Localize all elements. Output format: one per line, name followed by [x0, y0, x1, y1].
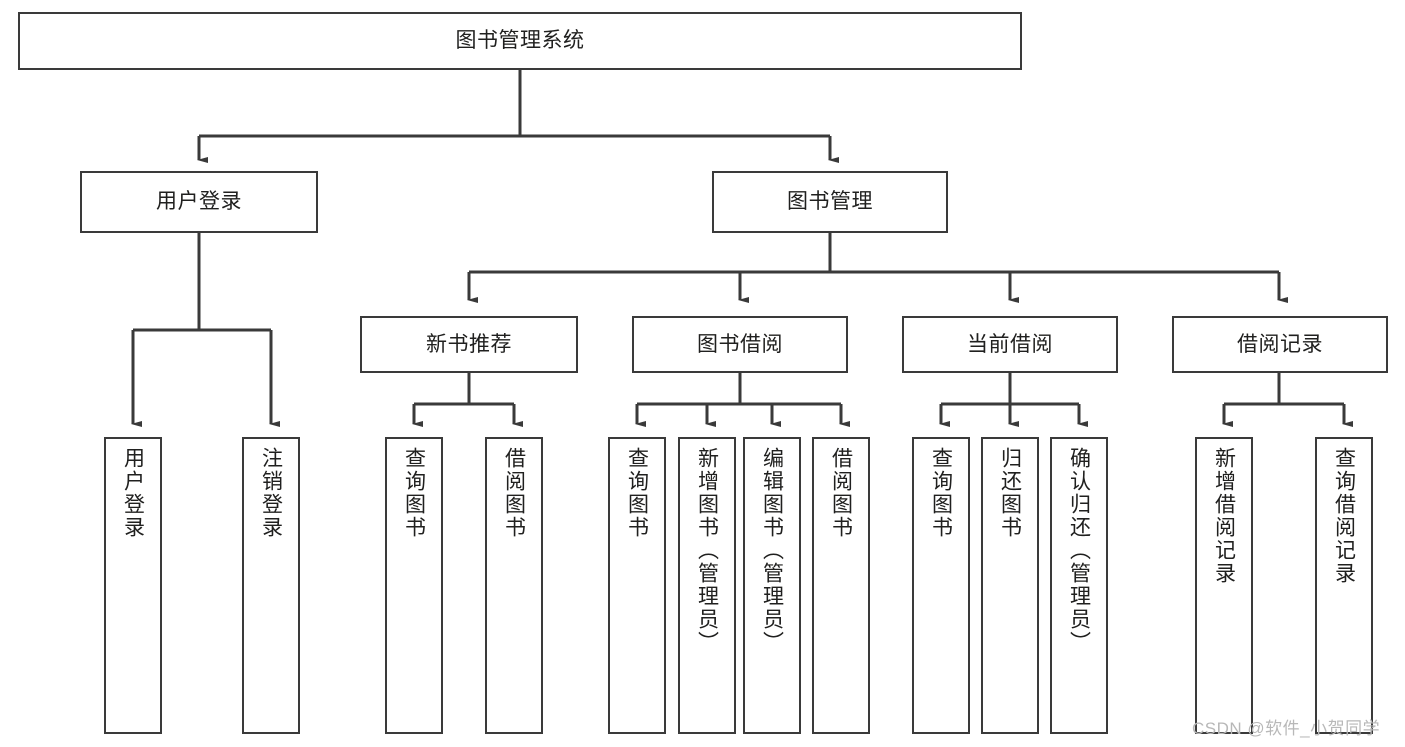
leaf-record-query-borrow-record[interactable]: 查询借阅记录: [1315, 437, 1373, 734]
node-book-borrow[interactable]: 图书借阅: [632, 316, 848, 373]
node-root-book-management-system[interactable]: 图书管理系统: [18, 12, 1022, 70]
node-label: 借阅图书: [829, 447, 853, 539]
node-label: 确认归还（管理员）: [1067, 447, 1091, 654]
node-book-management[interactable]: 图书管理: [712, 171, 948, 233]
csdn-watermark: CSDN @软件_小贺同学: [1192, 719, 1381, 738]
leaf-record-add-borrow-record[interactable]: 新增借阅记录: [1195, 437, 1253, 734]
leaf-current-query-book[interactable]: 查询图书: [912, 437, 970, 734]
node-label: 图书借阅: [697, 332, 783, 356]
node-label: 当前借阅: [967, 332, 1053, 356]
node-label: 图书管理: [787, 190, 873, 214]
leaf-recommend-borrow-book[interactable]: 借阅图书: [485, 437, 543, 734]
node-label: 图书管理系统: [455, 29, 585, 53]
node-label: 借阅记录: [1237, 332, 1323, 356]
node-label: 借阅图书: [502, 447, 526, 539]
node-current-borrow[interactable]: 当前借阅: [902, 316, 1118, 373]
leaf-borrow-borrow-book[interactable]: 借阅图书: [812, 437, 870, 734]
node-label: 归还图书: [998, 447, 1022, 539]
node-label: 用户登录: [121, 447, 145, 539]
node-label: 注销登录: [259, 447, 283, 539]
node-label: 用户登录: [156, 190, 242, 214]
node-new-book-recommend[interactable]: 新书推荐: [360, 316, 578, 373]
leaf-borrow-query-book[interactable]: 查询图书: [608, 437, 666, 734]
leaf-borrow-add-book-admin[interactable]: 新增图书（管理员）: [678, 437, 736, 734]
node-label: 查询图书: [929, 447, 953, 539]
node-label: 编辑图书（管理员）: [760, 447, 784, 654]
node-label: 查询图书: [625, 447, 649, 539]
node-label: 新增借阅记录: [1212, 447, 1236, 585]
leaf-borrow-edit-book-admin[interactable]: 编辑图书（管理员）: [743, 437, 801, 734]
node-label: 新书推荐: [426, 332, 512, 356]
node-borrow-record[interactable]: 借阅记录: [1172, 316, 1388, 373]
leaf-current-confirm-return-admin[interactable]: 确认归还（管理员）: [1050, 437, 1108, 734]
node-user-login[interactable]: 用户登录: [80, 171, 318, 233]
node-label: 查询图书: [402, 447, 426, 539]
leaf-user-login-query[interactable]: 用户登录: [104, 437, 162, 734]
leaf-user-logout[interactable]: 注销登录: [242, 437, 300, 734]
leaf-current-return-book[interactable]: 归还图书: [981, 437, 1039, 734]
leaf-recommend-query-book[interactable]: 查询图书: [385, 437, 443, 734]
node-label: 查询借阅记录: [1332, 447, 1356, 585]
node-label: 新增图书（管理员）: [695, 447, 719, 654]
